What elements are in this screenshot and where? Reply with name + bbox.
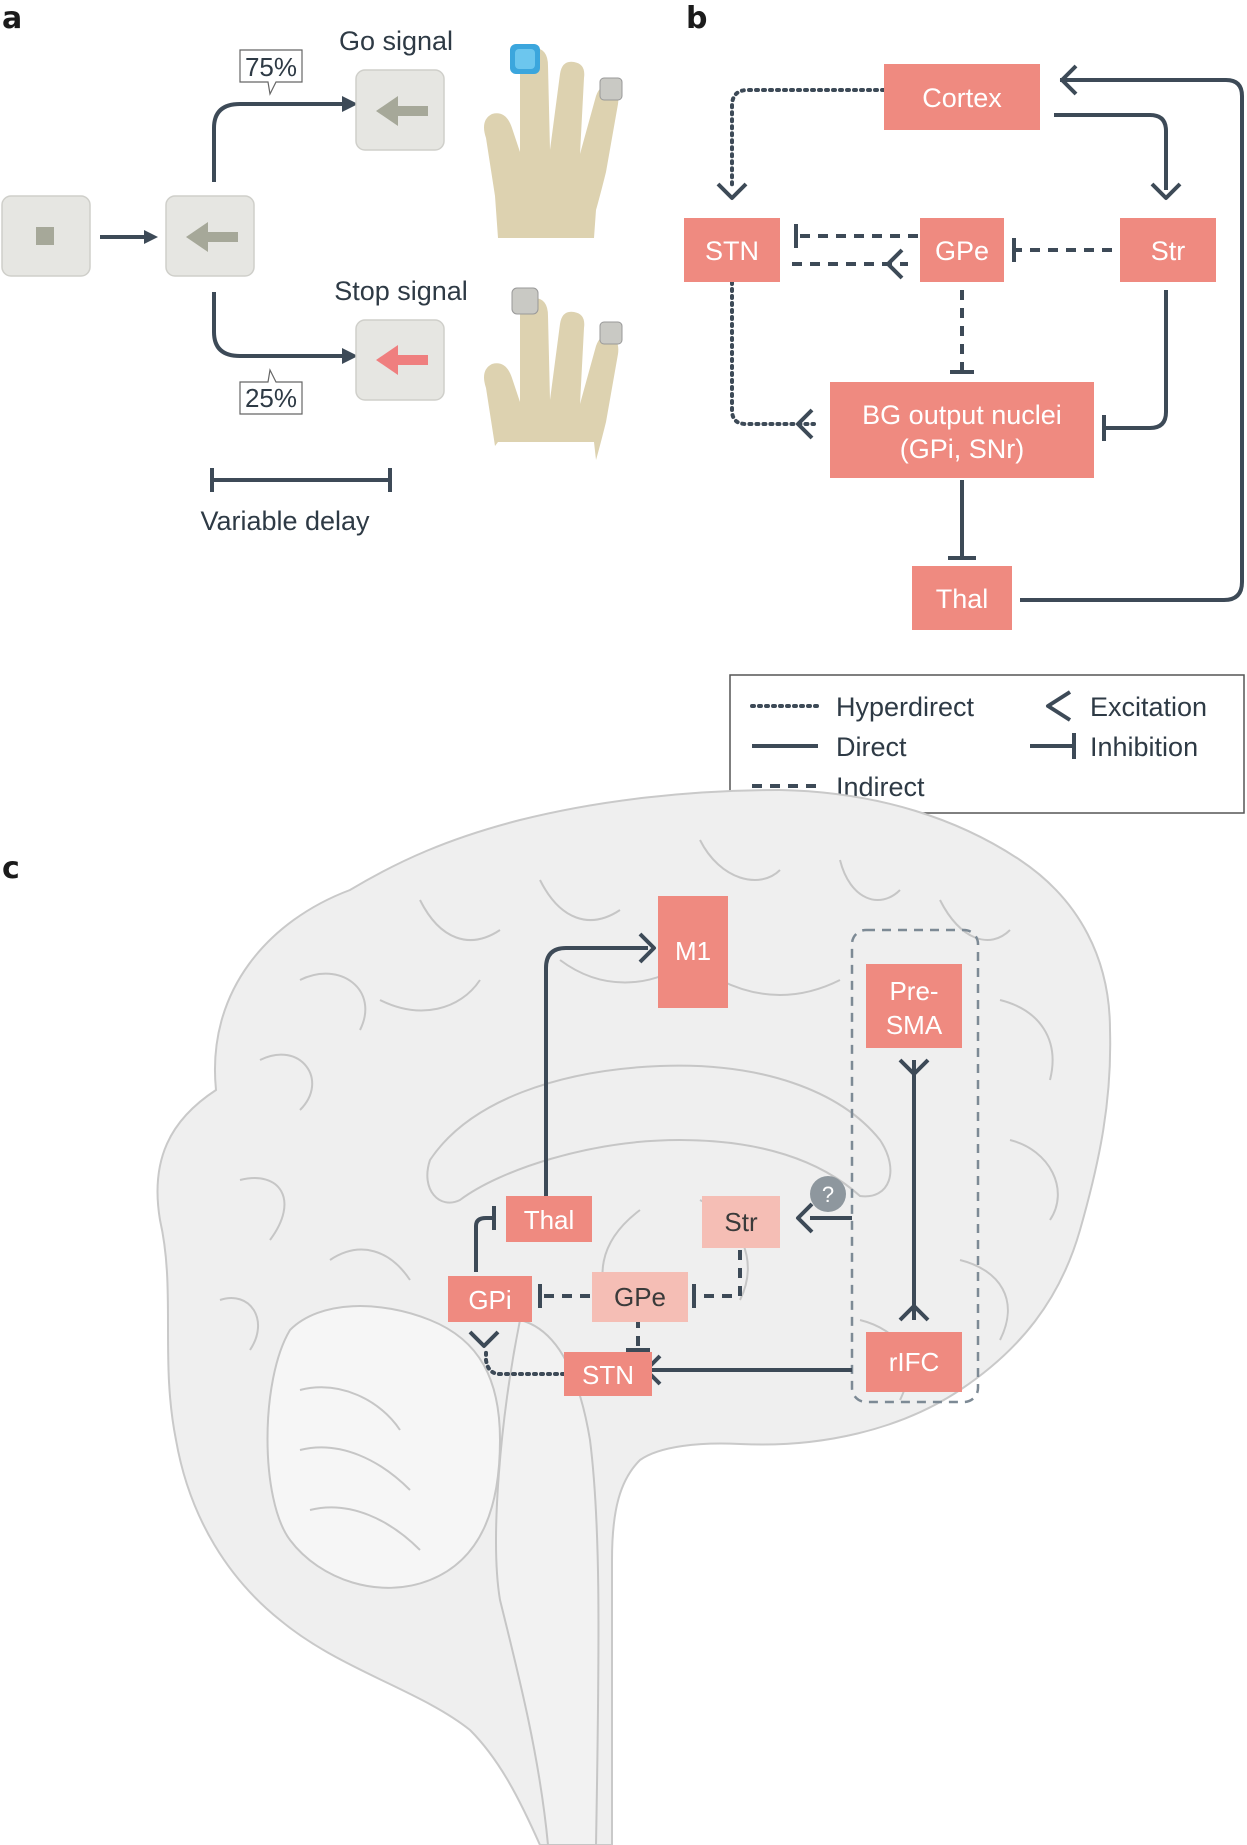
node-gpe-label: GPe xyxy=(935,236,989,266)
node-rifc xyxy=(866,1332,962,1392)
legend-box xyxy=(729,674,1245,814)
node-presma-label-line1: Pre- xyxy=(889,976,938,1006)
left-arrow-icon xyxy=(186,222,238,252)
panel-b: Cortex STN GPe Str BG output nuclei (GPi… xyxy=(684,64,1245,814)
legend-hyperdirect: Hyperdirect xyxy=(836,692,975,722)
hand-stop-icon xyxy=(484,287,623,460)
node-gpe-c-label: GPe xyxy=(614,1282,666,1312)
go-probability-callout: 75% xyxy=(239,49,303,96)
node-gpi-c xyxy=(448,1276,532,1322)
question-mark-icon: ? xyxy=(810,1176,846,1212)
variable-delay-bracket xyxy=(210,468,392,492)
node-m1 xyxy=(658,896,728,1008)
stop-signal-label: Stop signal xyxy=(334,276,468,306)
stop-probability: 25% xyxy=(245,383,297,413)
go-left-arrow-icon xyxy=(376,96,428,126)
variable-delay-label: Variable delay xyxy=(200,506,370,536)
flow-arrow-icon xyxy=(144,230,158,244)
node-stn-c-label: STN xyxy=(582,1360,634,1390)
node-presma-label-line2: SMA xyxy=(886,1010,943,1040)
node-bg-output-label-line1: BG output nuclei xyxy=(862,400,1062,430)
node-str-c xyxy=(702,1196,780,1248)
node-m1-label: M1 xyxy=(675,936,711,966)
node-stn-c xyxy=(564,1352,652,1396)
node-bg-output-label-line2: (GPi, SNr) xyxy=(900,434,1025,464)
node-gpe xyxy=(920,218,1004,282)
panel-c-label: c xyxy=(2,851,20,886)
panel-a: 75% 25% Go signal Stop signal xyxy=(1,26,623,536)
node-cortex-label: Cortex xyxy=(922,83,1002,113)
hand-go-icon xyxy=(484,44,623,238)
legend-excitation: Excitation xyxy=(1090,692,1207,722)
node-str-label: Str xyxy=(1151,236,1186,266)
node-thal-c-label: Thal xyxy=(524,1205,575,1235)
legend-excitation-icon xyxy=(1046,690,1072,722)
stop-probability-callout: 25% xyxy=(239,368,303,415)
question-mark-text: ? xyxy=(822,1182,834,1207)
node-thal-c xyxy=(506,1196,592,1242)
node-bg-output xyxy=(830,382,1094,478)
legend-inhibition: Inhibition xyxy=(1090,732,1198,762)
node-cortex xyxy=(884,64,1040,130)
node-presma xyxy=(866,964,962,1048)
node-thal xyxy=(912,566,1012,630)
go-probability: 75% xyxy=(245,52,297,82)
node-str xyxy=(1120,218,1216,282)
stop-left-arrow-icon xyxy=(376,345,428,375)
node-stn xyxy=(684,218,780,282)
legend: Hyperdirect Direct Indirect Excitation I… xyxy=(729,674,1245,814)
node-gpi-c-label: GPi xyxy=(468,1285,511,1315)
node-gpe-c xyxy=(592,1272,688,1322)
node-thal-label: Thal xyxy=(936,584,989,614)
panel-c: M1 Pre- SMA rIFC Thal Str GPi GPe STN ? xyxy=(156,788,1112,1845)
cortical-region-dashed-box xyxy=(850,928,980,1404)
fixation-square-icon xyxy=(36,227,54,245)
node-rifc-label: rIFC xyxy=(889,1347,940,1377)
legend-direct: Direct xyxy=(836,732,907,762)
node-str-c-label: Str xyxy=(724,1207,758,1237)
go-signal-label: Go signal xyxy=(339,26,453,56)
panel-b-label: b xyxy=(686,1,707,36)
node-stn-label: STN xyxy=(705,236,759,266)
panel-a-label: a xyxy=(2,1,22,36)
